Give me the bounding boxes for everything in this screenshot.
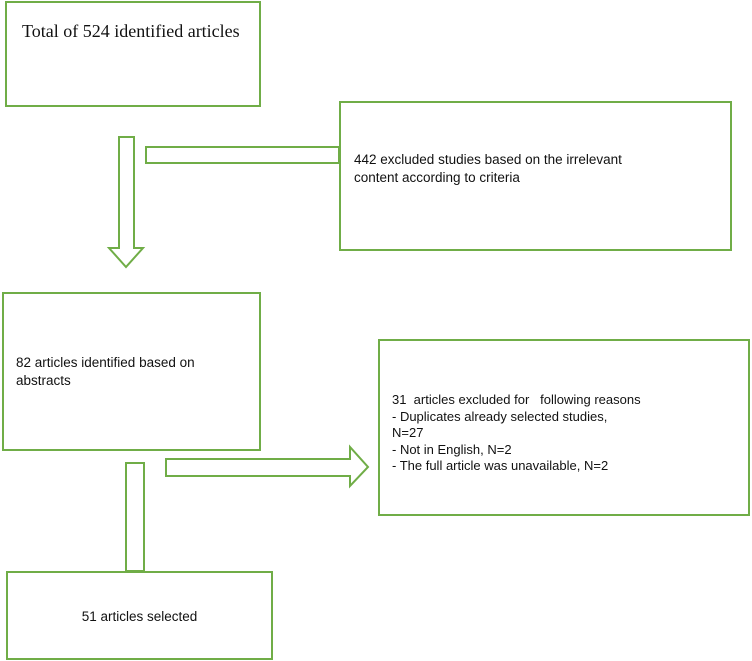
abstracts-line-1: 82 articles identified based on: [16, 355, 195, 370]
excluded-reason-duplicates: - Duplicates already selected studies,: [392, 408, 608, 424]
abstracts-line-2: abstracts: [16, 373, 71, 388]
excluded-reasons-heading: 31 articles excluded for following reaso…: [392, 392, 641, 407]
vertical-connector-2: [125, 462, 145, 572]
horizontal-connector-1: [145, 146, 340, 164]
down-arrow-1: [106, 136, 146, 269]
selected-articles-box: 51 articles selected: [6, 571, 273, 660]
excluded-irrelevant-box: 442 excluded studies based on the irrele…: [339, 101, 732, 251]
excluded-reason-duplicates-count: N=27: [392, 425, 424, 440]
selected-articles-text: 51 articles selected: [81, 609, 198, 624]
excluded-reason-unavailable: - The full article was unavailable, N=2: [392, 458, 609, 473]
excluded-irrelevant-text: 442 excluded studies based on the irrele…: [354, 151, 714, 187]
excluded-reasons-box: 31 articles excluded for following reaso…: [378, 339, 750, 516]
identified-articles-text: Total of 524 identified articles: [22, 21, 240, 41]
right-arrow-2: [165, 444, 370, 489]
excluded-reason-not-english: - Not in English, N=2: [392, 441, 512, 457]
excluded-irrelevant-line-1: 442 excluded studies based on the irrele…: [354, 152, 622, 167]
abstracts-text: 82 articles identified based on abstract…: [16, 354, 246, 390]
excluded-reasons-text: 31 articles excluded for following reaso…: [392, 392, 737, 475]
abstracts-box: 82 articles identified based on abstract…: [2, 292, 261, 451]
excluded-irrelevant-line-2: content according to criteria: [354, 170, 520, 185]
identified-articles-box: Total of 524 identified articles: [5, 1, 261, 107]
